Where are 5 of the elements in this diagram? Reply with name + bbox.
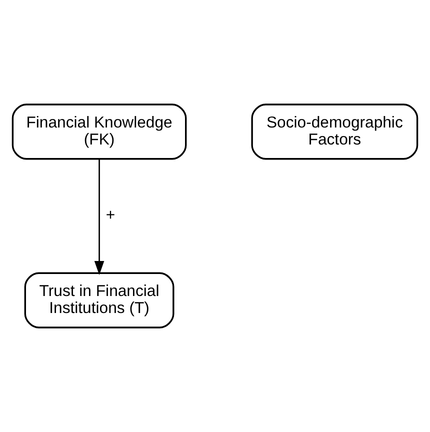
node-box: Trust in Financial Institutions (T) xyxy=(24,272,174,328)
node-box: Financial Knowledge (FK) xyxy=(12,104,187,160)
arrow xyxy=(94,159,104,275)
edge-label: + xyxy=(106,207,116,224)
node-box: Socio-demographic Factors xyxy=(251,104,418,160)
